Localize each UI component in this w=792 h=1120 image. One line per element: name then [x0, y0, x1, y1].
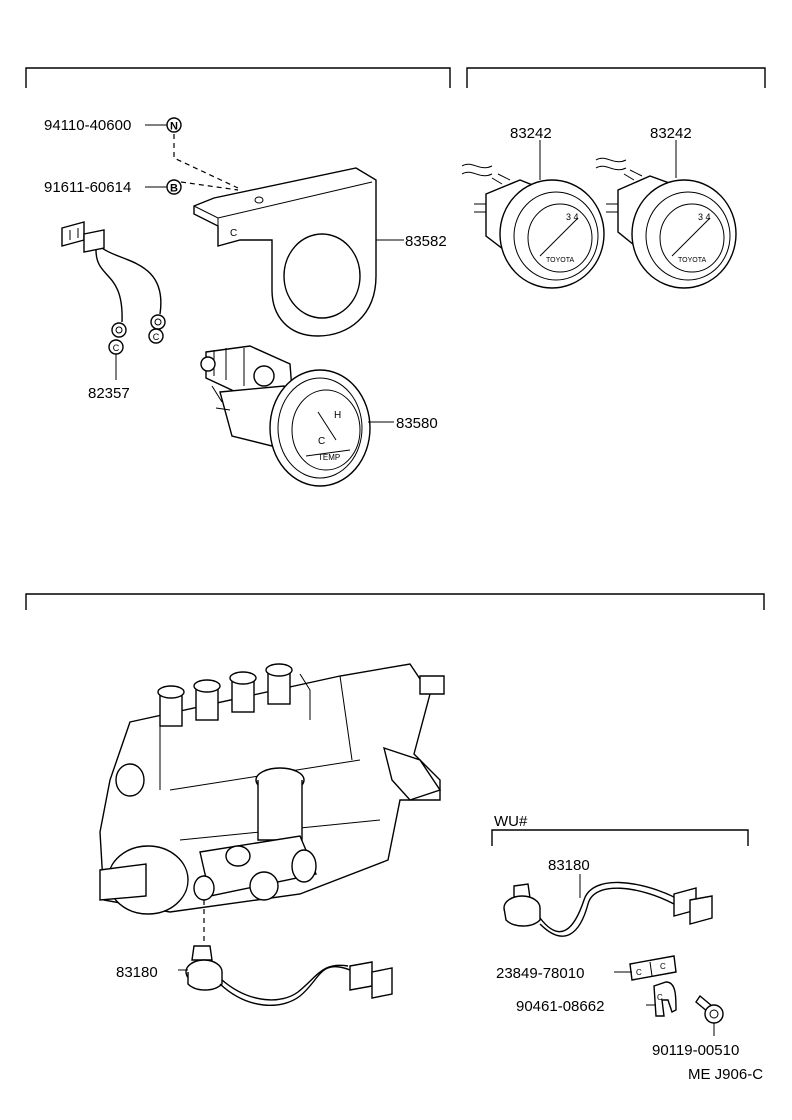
bracket-83582: C — [193, 167, 404, 337]
label-23849-78010: 23849-78010 — [496, 965, 584, 982]
clamp-23849-78010: C C — [614, 955, 677, 981]
gauge-83242-right: 3 4 TOYOTA — [595, 140, 737, 289]
nut-callout: N — [145, 117, 182, 133]
ring-c-mark-2: C — [153, 332, 160, 342]
section-bracket-bottom — [25, 593, 765, 610]
label-91611-60614: 91611-60614 — [44, 179, 131, 196]
delivery-valve-2 — [193, 679, 221, 721]
delivery-valve-3 — [229, 671, 257, 713]
label-83180-wu: 83180 — [548, 857, 590, 874]
clamp-c-mark-2: C — [660, 962, 666, 971]
label-wu-section: WU# — [494, 813, 528, 830]
ring-c-mark-1: C — [113, 343, 120, 353]
injection-pump — [99, 663, 445, 915]
label-83180-main: 83180 — [116, 964, 158, 981]
gauge-temp-text: TEMP — [318, 453, 340, 462]
bolt-callout: B — [145, 179, 182, 195]
label-90461-08662: 90461-08662 — [516, 998, 604, 1015]
sender-83180-wu — [503, 874, 713, 937]
bracket-c-mark: C — [230, 228, 237, 239]
delivery-valve-4 — [265, 663, 293, 705]
label-83242-right: 83242 — [650, 125, 692, 142]
gauge-c-mark: C — [318, 436, 325, 447]
label-83582: 83582 — [405, 233, 447, 250]
label-83242-left: 83242 — [510, 125, 552, 142]
section-bracket-top-right — [466, 67, 766, 88]
section-bracket-top-left — [25, 67, 451, 88]
wire-harness-82357: C C — [61, 221, 166, 380]
label-90119-00510: 90119-00510 — [652, 1042, 739, 1059]
diagram-code: ME J906-C — [688, 1066, 763, 1083]
sender-83180-main — [178, 945, 393, 1007]
svg-text:TOYOTA: TOYOTA — [546, 257, 574, 264]
section-bracket-wu — [491, 829, 749, 846]
temp-gauge-83580: H C TEMP — [200, 345, 394, 487]
gauge-83242-left: 3 4 TOYOTA — [461, 140, 605, 289]
delivery-valve-1 — [157, 685, 185, 727]
svg-text:3 4: 3 4 — [698, 212, 711, 222]
label-82357: 82357 — [88, 385, 130, 402]
bolt-mark: B — [170, 183, 178, 195]
clip-c-mark: C — [657, 993, 663, 1002]
clip-90461-08662: C — [646, 981, 677, 1017]
label-94110-40600: 94110-40600 — [44, 117, 131, 134]
label-83580: 83580 — [396, 415, 438, 432]
nut-mark: N — [170, 121, 178, 133]
clamp-c-mark-1: C — [636, 968, 642, 977]
svg-text:3 4: 3 4 — [566, 212, 579, 222]
svg-text:TOYOTA: TOYOTA — [678, 257, 706, 264]
gauge-h-mark: H — [334, 410, 341, 421]
bolt-90119-00510 — [695, 994, 724, 1036]
